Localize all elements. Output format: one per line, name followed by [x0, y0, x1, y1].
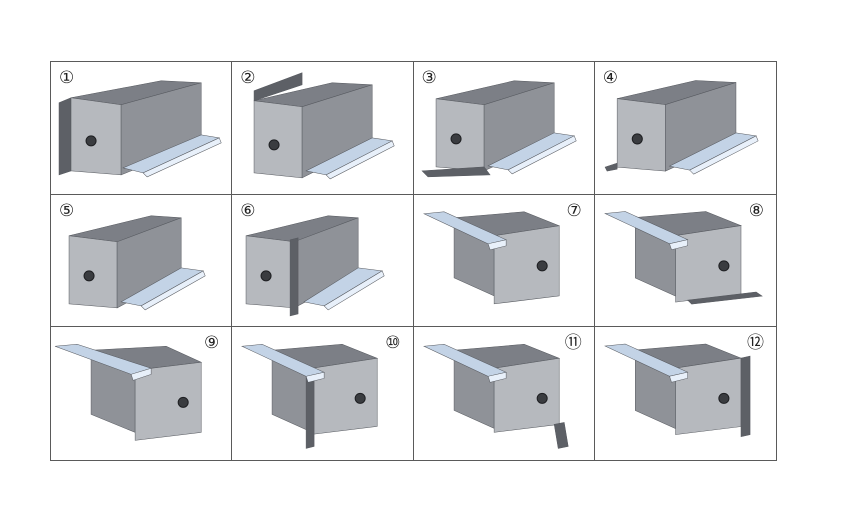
port-hole: [536, 259, 548, 272]
port-hole: [450, 133, 462, 145]
box-front: [616, 98, 666, 172]
box-front: [312, 358, 378, 436]
box-illustration: [241, 344, 379, 450]
panel-1: ①: [51, 62, 233, 195]
rail-edge: [325, 140, 395, 180]
port-hole: [536, 393, 548, 405]
panel-10: ⑩: [232, 327, 414, 460]
panel-number: ⑧: [748, 200, 764, 221]
rail-edge: [142, 137, 222, 178]
end-plate: [553, 422, 569, 450]
rail-edge: [323, 270, 385, 310]
panel-number: ⑨: [204, 333, 220, 354]
port-hole: [177, 397, 189, 409]
port-hole: [718, 259, 730, 272]
box-front: [68, 235, 118, 308]
panel-4: ④: [594, 62, 776, 195]
box-illustration: [603, 210, 763, 305]
panel-number: ⑪: [564, 333, 582, 354]
panel-12: ⑫: [594, 327, 776, 460]
box-illustration: [604, 80, 759, 175]
end-plate: [604, 162, 618, 172]
box-illustration: [422, 344, 569, 450]
panel-number: ⑥: [240, 200, 256, 221]
panel-number: ⑩: [385, 333, 401, 354]
rail-edge: [130, 368, 152, 381]
box-front: [675, 358, 742, 436]
box-front: [254, 100, 303, 179]
box-front: [493, 358, 559, 434]
port-hole: [85, 135, 97, 147]
end-plate: [740, 356, 751, 438]
panel-number: ⑤: [59, 200, 75, 221]
rail-edge: [668, 239, 688, 250]
box-illustration: [246, 215, 385, 316]
end-plate: [254, 72, 303, 102]
variants-grid: ① ② ③: [50, 61, 777, 461]
rail-edge: [668, 372, 688, 383]
rail-edge: [487, 239, 506, 250]
box-front: [70, 97, 122, 176]
end-plate: [686, 291, 763, 305]
rail-edge: [507, 135, 577, 175]
port-hole: [260, 270, 272, 282]
end-plate: [58, 97, 72, 176]
panel-number: ⑦: [566, 200, 582, 221]
panel-8: ⑧: [594, 194, 776, 328]
panel-3: ③: [413, 62, 595, 195]
box-front: [435, 98, 484, 172]
panel-number: ①: [59, 68, 75, 88]
box-illustration: [603, 344, 751, 438]
panel-number: ④: [602, 68, 618, 88]
panel-number: ③: [421, 68, 437, 88]
box-front: [493, 225, 559, 304]
end-plate: [290, 237, 299, 316]
rail-edge: [487, 372, 506, 383]
panel-11: ⑪: [413, 327, 595, 460]
rail-edge: [306, 372, 325, 383]
rail-edge: [140, 270, 206, 310]
box-front: [134, 362, 202, 442]
panel-number: ②: [240, 68, 256, 88]
port-hole: [631, 133, 643, 145]
panel-number: ⑫: [747, 333, 764, 354]
port-hole: [718, 393, 730, 405]
panel-5: ⑤: [51, 194, 233, 328]
port-hole: [354, 393, 366, 405]
box-front: [246, 235, 295, 308]
panel-9: ⑨: [51, 327, 233, 460]
end-plate: [420, 166, 491, 178]
box-front: [675, 224, 742, 303]
port-hole: [268, 139, 280, 151]
rail-edge: [688, 135, 759, 175]
box-illustration: [54, 344, 203, 442]
panel-6: ⑥: [232, 194, 414, 328]
box-illustration: [254, 72, 395, 180]
panel-7: ⑦: [413, 194, 595, 328]
panel-2: ②: [232, 62, 414, 195]
box-illustration: [58, 80, 222, 178]
port-hole: [83, 270, 95, 282]
box-illustration: [420, 80, 577, 178]
box-illustration: [68, 215, 206, 310]
box-illustration: [422, 211, 560, 304]
